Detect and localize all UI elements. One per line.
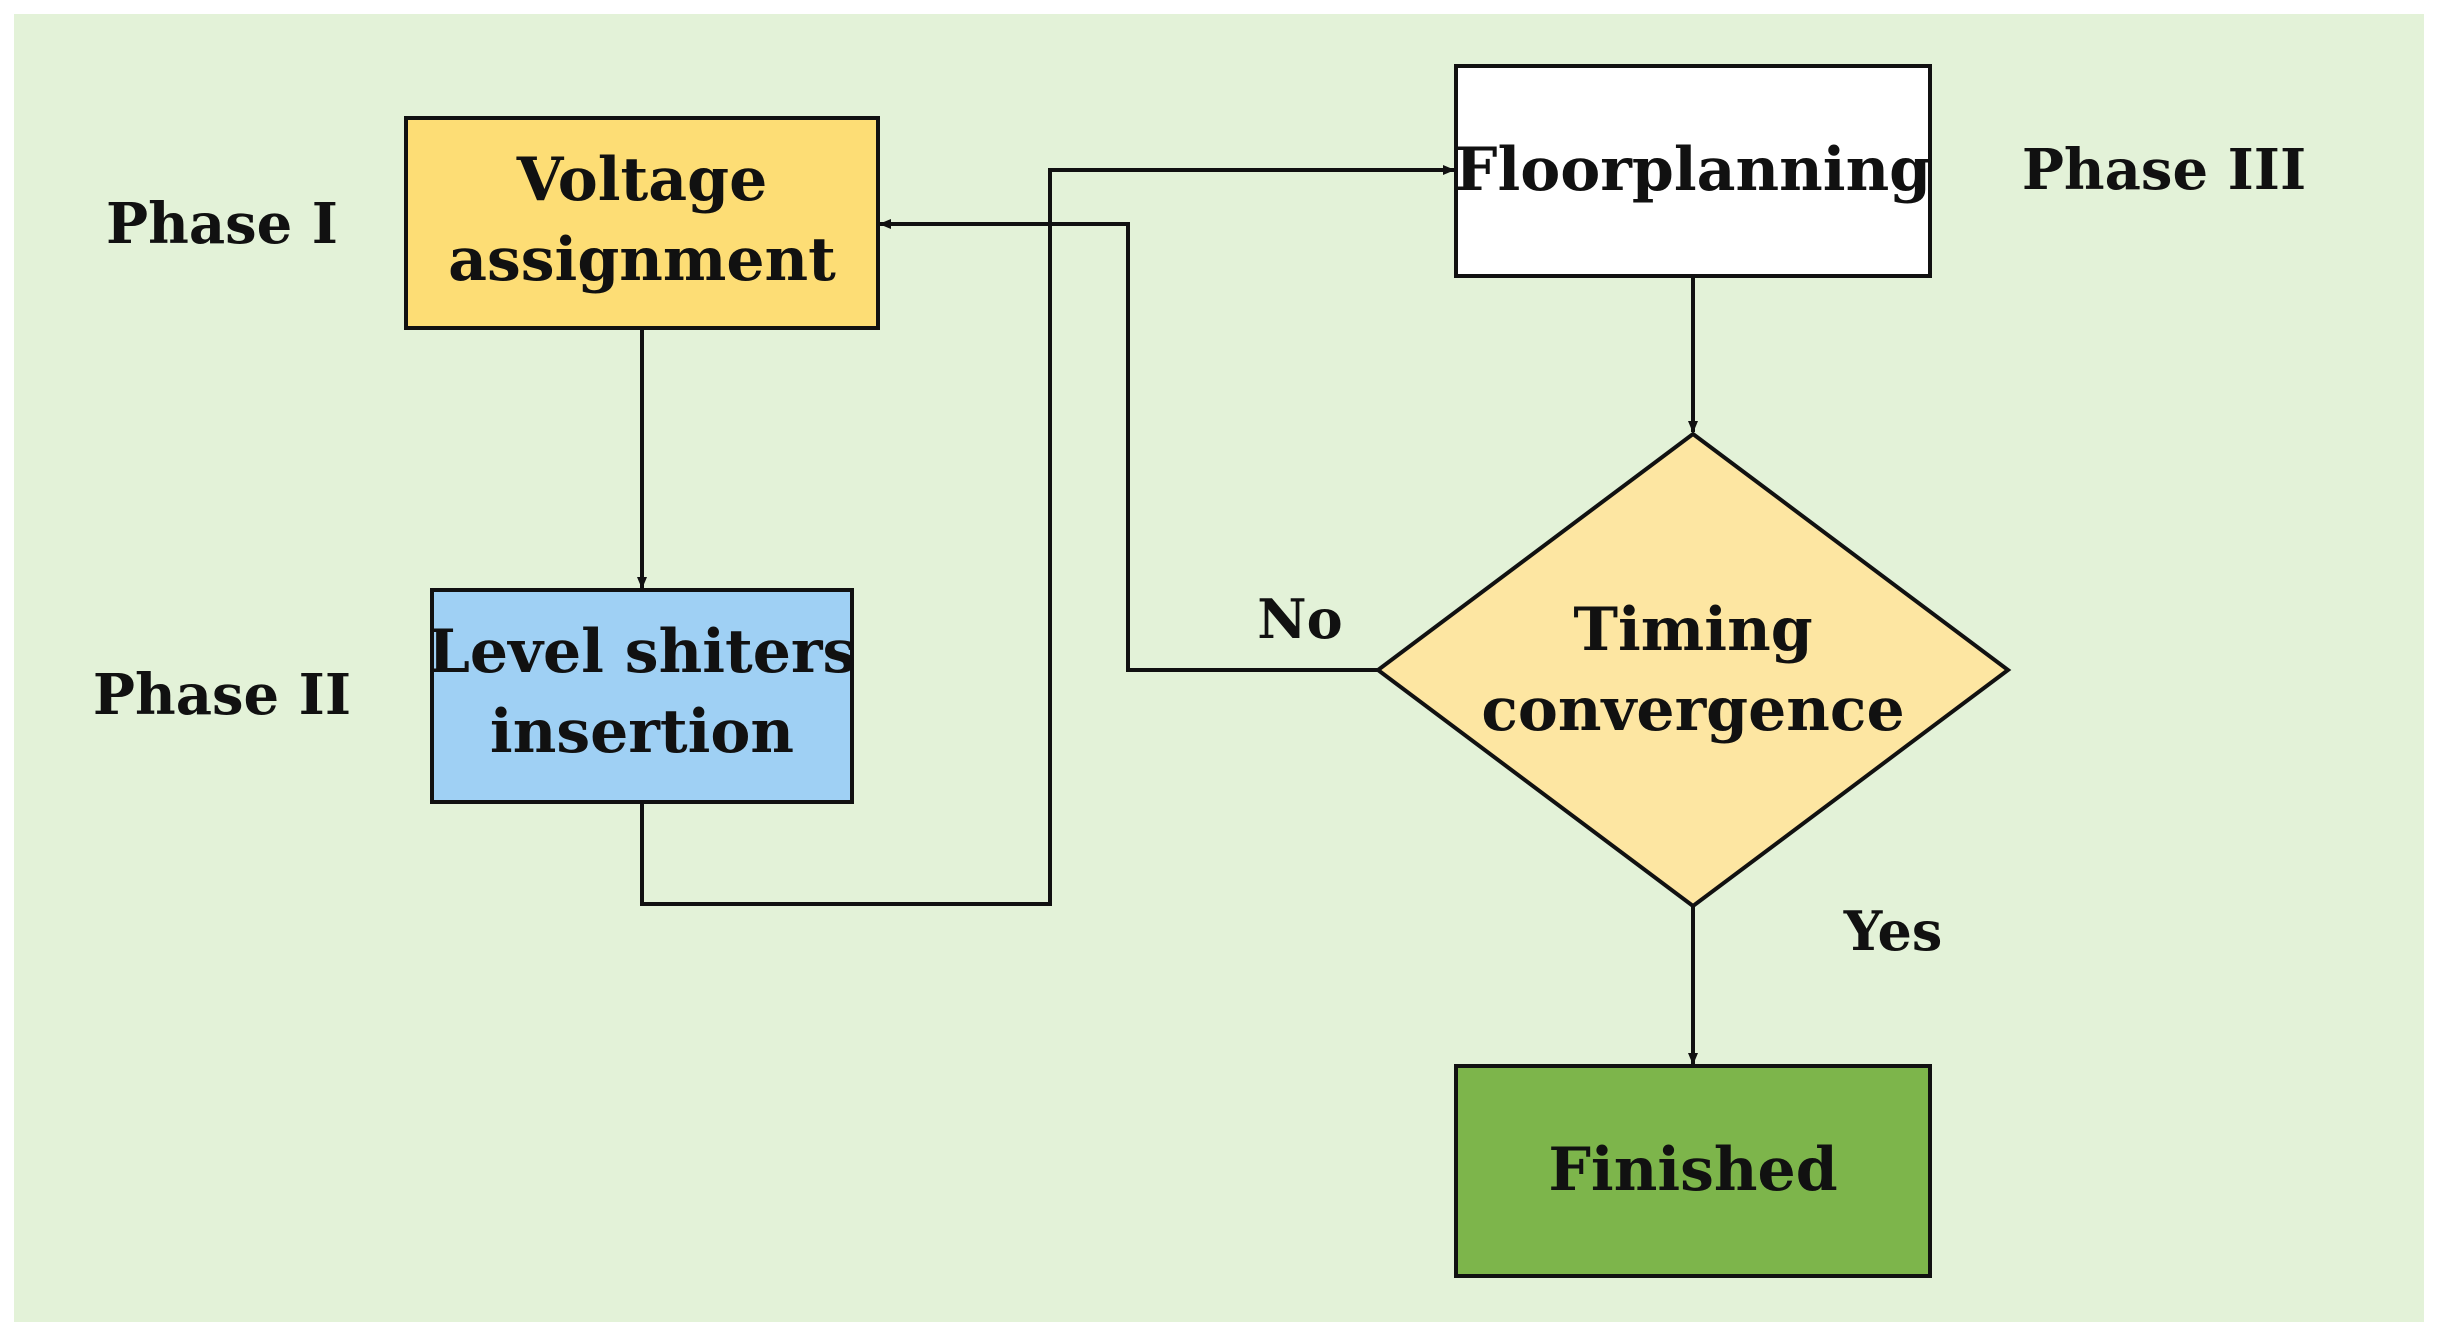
finished-label: Finished (1548, 1135, 1837, 1205)
voltage-assignment-label-line2: assignment (448, 225, 836, 295)
phase-3-label: Phase III (2022, 137, 2306, 203)
phase-2-label: Phase II (93, 662, 351, 728)
finished-box (1454, 1064, 1932, 1278)
timing-convergence-label-line2: convergence (1481, 675, 1904, 745)
edge-level-to-floorplanning (640, 165, 1455, 906)
level-shifters-label-line1: Level shiters (428, 617, 857, 687)
voltage-assignment-label-line1: Voltage (516, 145, 768, 215)
voltage-assignment-box (404, 116, 880, 330)
level-shifters-box (430, 588, 854, 804)
edge-label-yes: Yes (1843, 899, 1943, 963)
phase-1-label: Phase I (106, 191, 338, 257)
edge-timing-no-to-voltage (879, 219, 1378, 672)
floorplanning-label: Floorplanning (1455, 135, 1931, 205)
timing-convergence-label-line1: Timing (1573, 595, 1812, 665)
level-shifters-label-line2: insertion (490, 697, 794, 767)
edge-label-no: No (1257, 587, 1342, 651)
floorplanning-box (1454, 64, 1932, 278)
